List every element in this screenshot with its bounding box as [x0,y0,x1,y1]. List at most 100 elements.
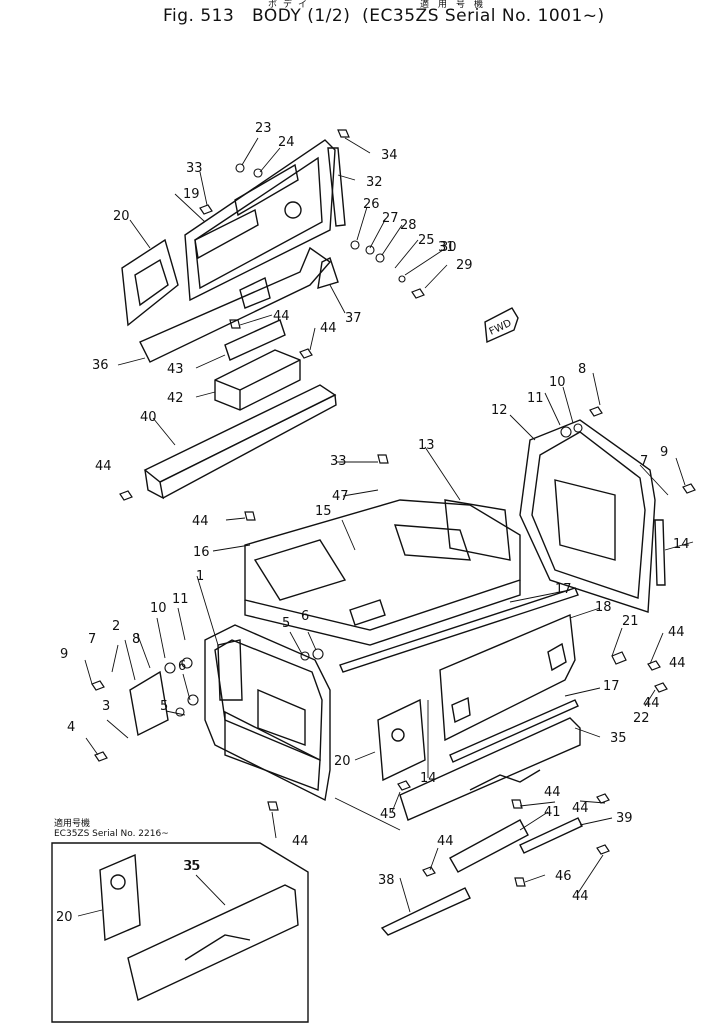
callout-label: 40 [140,410,157,425]
step-plate-35 [399,717,581,821]
inset-kanji: 適用号機 [54,819,91,829]
callout-label: 23 [255,121,272,136]
box-42 [214,349,301,411]
callout-label: 33 [330,454,347,469]
callout-label: 14 [673,537,690,552]
callout-label: 44 [544,785,561,800]
callout-label: 12 [491,403,508,418]
callout-label: 15 [315,504,332,519]
rod-32 [327,147,346,227]
upper-rail-17 [339,587,579,673]
callout-label: 44 [292,834,309,849]
callout-label: 22 [633,711,650,726]
callout-label: 31 [438,240,455,255]
callout-label: 45 [380,807,397,822]
callout-label: 4 [67,720,75,735]
callout-label: 44 [95,459,112,474]
callout-label: 9 [60,647,68,662]
callout-label: 8 [132,632,140,647]
callout-label: 1 [196,569,204,584]
callout-label: 43 [167,362,184,377]
callout-label: 19 [183,187,200,202]
callout-label: 2 [112,619,120,634]
door-20 [377,698,426,782]
fwd-label: FWD [488,318,514,338]
figure-title: BODY [252,6,302,26]
callout-label: 18 [595,600,612,615]
serial-applicability: (EC35ZS Serial No. 1001~) [362,6,605,26]
bracket-39 [519,817,583,854]
bracket-37 [317,257,339,289]
lower-cover-plate [139,246,332,363]
callout-label: 35 [184,859,201,874]
callout-label: 11 [172,592,189,607]
title-kana: ボデイ [268,0,314,10]
callout-label: 11 [527,391,544,406]
side-cover-plate [121,238,179,327]
callout-label: 21 [622,614,639,629]
callout-label: 39 [616,811,633,826]
callout-label: 17 [603,679,620,694]
callout-label: 6 [178,659,186,674]
callout-label: 28 [400,218,417,233]
inset-serial: EC35ZS Serial No. 2216~ [54,829,169,839]
callout-label: 5 [160,699,168,714]
callout-label: 44 [320,321,337,336]
callout-label: 44 [437,834,454,849]
side-strip-14 [654,519,666,586]
callout-label: 32 [366,175,383,190]
leader-lines [84,137,694,913]
washer-icons [164,163,583,717]
callout-label: 13 [418,438,435,453]
figure-caption: Fig. 513 BODY (1/2) (EC35ZS Serial No. 1… [163,6,605,26]
lower-rail-17 [449,699,579,763]
floor-plate-40 [143,384,337,500]
callout-label: 36 [92,358,109,373]
front-window-frame [519,419,656,613]
callout-label: 29 [456,258,473,273]
bolt-icons [91,129,696,887]
callout-label: 27 [382,211,399,226]
callout-label: 7 [88,632,96,647]
callout-label: 44 [669,656,686,671]
applicability-kanji: 適用号機 [420,0,493,10]
callout-label: 17 [555,582,572,597]
callout-label: 44 [572,801,589,816]
callout-label: 38 [378,873,395,888]
mount-bracket-43 [224,319,286,361]
fwd-arrow [484,307,519,344]
figure-fraction: (1/2) [307,6,351,26]
callout-label: 10 [150,601,167,616]
callout-label: 20 [113,209,130,224]
callout-label: 35 [183,859,200,874]
callout-label: 6 [301,609,309,624]
callout-label: 16 [193,545,210,560]
callout-label: 20 [56,910,73,925]
callout-labels: 1 2 3 4 5 5 6 6 7 7 8 8 9 9 10 10 11 11 … [56,121,690,925]
callout-label: 37 [345,311,362,326]
inset-title: 適用号機 EC35ZS Serial No. 2216~ [54,819,169,839]
inset-box [51,842,309,1023]
body-side-frame [204,624,331,802]
callout-label: 41 [544,805,561,820]
callout-label: 42 [167,391,184,406]
bracket-41 [449,819,529,873]
callout-label: 10 [549,375,566,390]
callout-label: 8 [578,362,586,377]
callout-label: 25 [418,233,435,248]
fwd-label-group: FWD [488,318,514,338]
figure-number: Fig. 513 [163,6,235,26]
callout-label: 30 [440,240,457,255]
callout-label: 7 [640,454,648,469]
callout-label: 44 [273,309,290,324]
figure-header: ボデイ 適用号機 Fig. 513 BODY (1/2) (EC35ZS Ser… [0,0,719,40]
callout-label: 44 [572,889,589,904]
glass-panel-13 [444,499,511,561]
callout-label: 9 [660,445,668,460]
callout-label: 33 [186,161,203,176]
callout-label: 26 [363,197,380,212]
callout-label: 44 [643,696,660,711]
callout-label: 24 [278,135,295,150]
left-panel-2 [129,670,169,737]
